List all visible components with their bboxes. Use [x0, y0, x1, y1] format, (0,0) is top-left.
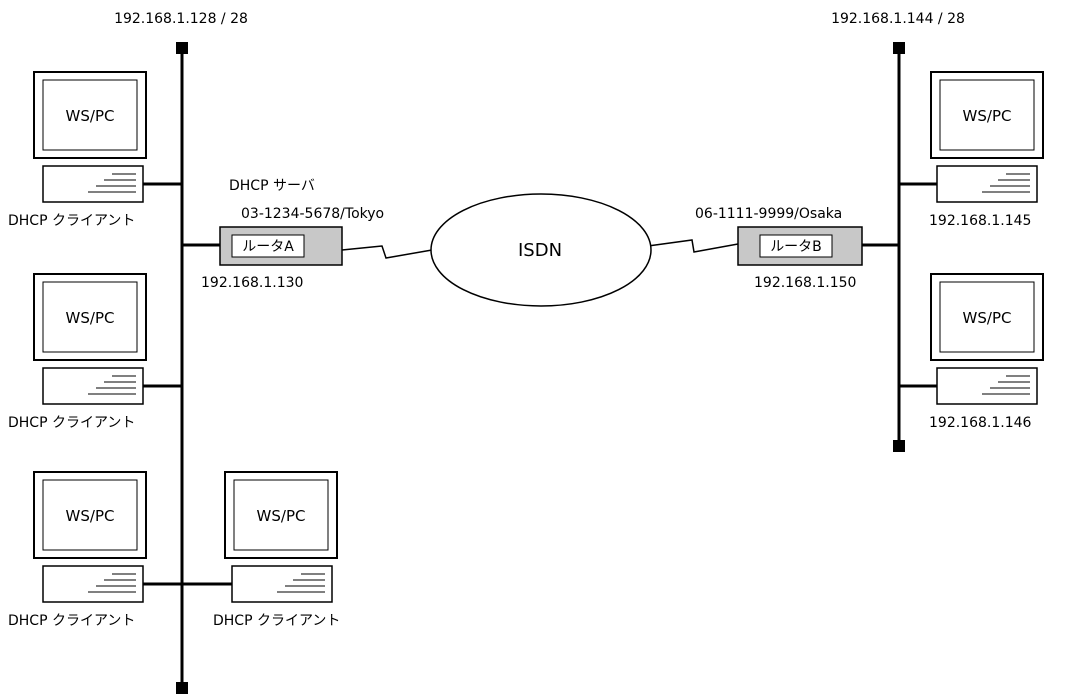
- router-a-role-label: DHCP サーバ: [229, 178, 315, 194]
- monitor-label: WS/PC: [257, 507, 306, 525]
- right-host-2: WS/PC 192.168.1.146: [929, 273, 1044, 431]
- router-a: DHCP サーバ 03-1234-5678/Tokyo ルータA 192.168…: [201, 178, 384, 291]
- right-subnet-label: 192.168.1.144 / 28: [831, 11, 965, 27]
- client-label: DHCP クライアント: [213, 613, 340, 629]
- keyboard-icon: [42, 165, 144, 203]
- left-bus-bottom-terminator: [176, 682, 188, 694]
- keyboard-icon: [936, 165, 1038, 203]
- router-b-ip: 192.168.1.150: [754, 275, 856, 291]
- router-b-isdn-number: 06-1111-9999/Osaka: [695, 206, 842, 222]
- keyboard-icon: [42, 367, 144, 405]
- isdn-label: ISDN: [518, 240, 562, 261]
- client-label: DHCP クライアント: [8, 213, 135, 229]
- router-b: 06-1111-9999/Osaka ルータB 192.168.1.150: [695, 206, 863, 291]
- isdn-link-a: [341, 245, 433, 259]
- monitor-label: WS/PC: [963, 107, 1012, 125]
- router-a-ip: 192.168.1.130: [201, 275, 303, 291]
- left-host-4: WS/PC DHCP クライアント: [213, 471, 340, 629]
- left-host-1: WS/PC DHCP クライアント: [8, 71, 147, 229]
- client-label: DHCP クライアント: [8, 415, 135, 431]
- isdn-links: [341, 239, 739, 259]
- host-ip-label: 192.168.1.145: [929, 213, 1031, 229]
- keyboard-icon: [231, 565, 333, 603]
- keyboard-icon: [42, 565, 144, 603]
- left-network-bus: 192.168.1.128 / 28: [114, 11, 248, 694]
- host-ip-label: 192.168.1.146: [929, 415, 1032, 431]
- keyboard-icon: [936, 367, 1038, 405]
- isdn-cloud: ISDN: [430, 193, 652, 307]
- monitor-label: WS/PC: [963, 309, 1012, 327]
- right-bus-top-terminator: [893, 42, 905, 54]
- left-host-2: WS/PC DHCP クライアント: [8, 273, 147, 431]
- router-a-label: ルータA: [242, 239, 294, 255]
- left-bus-top-terminator: [176, 42, 188, 54]
- monitor-label: WS/PC: [66, 309, 115, 327]
- router-a-isdn-number: 03-1234-5678/Tokyo: [241, 206, 384, 222]
- isdn-link-b: [647, 239, 739, 253]
- host-links: [143, 182, 937, 586]
- router-b-label: ルータB: [770, 239, 822, 255]
- right-bus-bottom-terminator: [893, 440, 905, 452]
- client-label: DHCP クライアント: [8, 613, 135, 629]
- left-host-3: WS/PC DHCP クライアント: [8, 471, 147, 629]
- monitor-label: WS/PC: [66, 507, 115, 525]
- right-host-1: WS/PC 192.168.1.145: [929, 71, 1044, 229]
- left-subnet-label: 192.168.1.128 / 28: [114, 11, 248, 27]
- monitor-label: WS/PC: [66, 107, 115, 125]
